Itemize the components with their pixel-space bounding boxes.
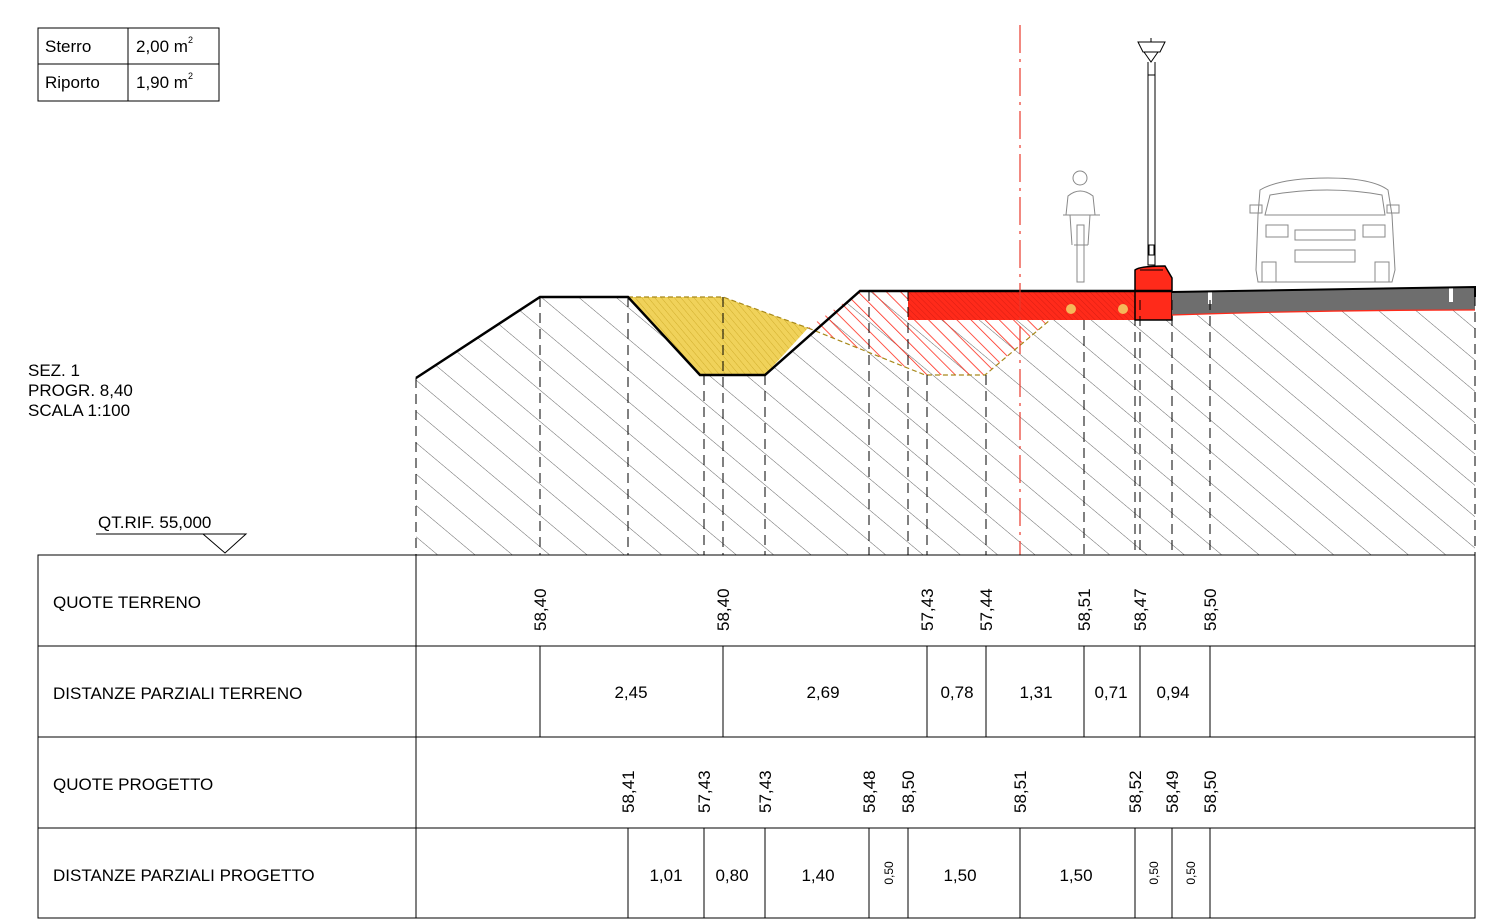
quote-terreno-values: 58,40 58,40 57,43 57,44 58,51 58,47 58,5… xyxy=(531,588,1220,737)
elevation-label: 58,50 xyxy=(899,770,918,813)
riporto-value: 1,90 m2 xyxy=(136,71,193,92)
lamp-light-dot xyxy=(1066,304,1076,314)
distance-label: 0,50 xyxy=(882,861,896,885)
elevation-label: 58,40 xyxy=(714,588,733,631)
band-title-distanze-progetto: DISTANZE PARZIALI PROGETTO xyxy=(53,866,315,885)
distance-label: 0,50 xyxy=(1147,861,1161,885)
distance-label: 0,80 xyxy=(715,866,748,885)
section-info: SEZ. 1 PROGR. 8,40 SCALA 1:100 xyxy=(28,361,133,420)
section-progressive: PROGR. 8,40 xyxy=(28,381,133,400)
band-title-quote-terreno: QUOTE TERRENO xyxy=(53,593,201,612)
elevation-label: 58,48 xyxy=(860,770,879,813)
distanze-terreno-values: 2,45 2,69 0,78 1,31 0,71 0,94 xyxy=(614,683,1189,702)
band-title-quote-progetto: QUOTE PROGETTO xyxy=(53,775,213,794)
street-lamp-icon xyxy=(1137,38,1166,266)
elevation-label: 57,43 xyxy=(695,770,714,813)
elevation-label: 58,51 xyxy=(1011,770,1030,813)
distance-label: 2,45 xyxy=(614,683,647,702)
lamp-light-dot xyxy=(1118,304,1128,314)
elevation-label: 58,50 xyxy=(1201,770,1220,813)
section-scale: SCALA 1:100 xyxy=(28,401,130,420)
elevation-label: 57,43 xyxy=(756,770,775,813)
reference-label: QT.RIF. 55,000 xyxy=(98,513,211,532)
distanze-progetto-values: 1,01 0,80 1,40 0,50 1,50 1,50 0,50 0,50 xyxy=(649,861,1198,885)
elevation-label: 58,52 xyxy=(1126,770,1145,813)
reference-elevation: QT.RIF. 55,000 xyxy=(96,513,248,554)
distance-label: 1,01 xyxy=(649,866,682,885)
cyclist-icon xyxy=(1063,170,1100,283)
riporto-label: Riporto xyxy=(45,73,100,92)
distance-label: 1,31 xyxy=(1019,683,1052,702)
sterro-label: Sterro xyxy=(45,37,91,56)
distance-label: 0,50 xyxy=(1184,861,1198,885)
guitar-table: QUOTE TERRENO DISTANZE PARZIALI TERRENO … xyxy=(37,554,1476,919)
station-lines xyxy=(539,291,1211,555)
elevation-label: 58,49 xyxy=(1163,770,1182,813)
elevation-label: 58,47 xyxy=(1131,588,1150,631)
elevation-label: 58,41 xyxy=(619,770,638,813)
elevation-label: 58,50 xyxy=(1201,588,1220,631)
elevation-label: 57,44 xyxy=(977,588,996,631)
areas-table: Sterro 2,00 m2 Riporto 1,90 m2 xyxy=(37,27,220,102)
elevation-label: 58,51 xyxy=(1075,588,1094,631)
distance-label: 1,50 xyxy=(1059,866,1092,885)
distance-label: 0,71 xyxy=(1094,683,1127,702)
distance-label: 0,78 xyxy=(940,683,973,702)
distance-label: 1,40 xyxy=(801,866,834,885)
road-asphalt xyxy=(1171,287,1476,316)
distance-label: 2,69 xyxy=(806,683,839,702)
section-number: SEZ. 1 xyxy=(28,361,80,380)
elevation-label: 57,43 xyxy=(918,588,937,631)
car-icon xyxy=(1249,177,1400,283)
band-title-distanze-terreno: DISTANZE PARZIALI TERRENO xyxy=(53,684,302,703)
distance-label: 1,50 xyxy=(943,866,976,885)
reference-triangle-icon xyxy=(201,533,248,554)
distance-label: 0,94 xyxy=(1156,683,1189,702)
sterro-value: 2,00 m2 xyxy=(136,35,193,56)
elevation-label: 58,40 xyxy=(531,588,550,631)
cycle-path-pavement xyxy=(908,265,1173,321)
quote-progetto-values: 58,41 57,43 57,43 58,48 58,50 58,51 58,5… xyxy=(619,770,1220,918)
